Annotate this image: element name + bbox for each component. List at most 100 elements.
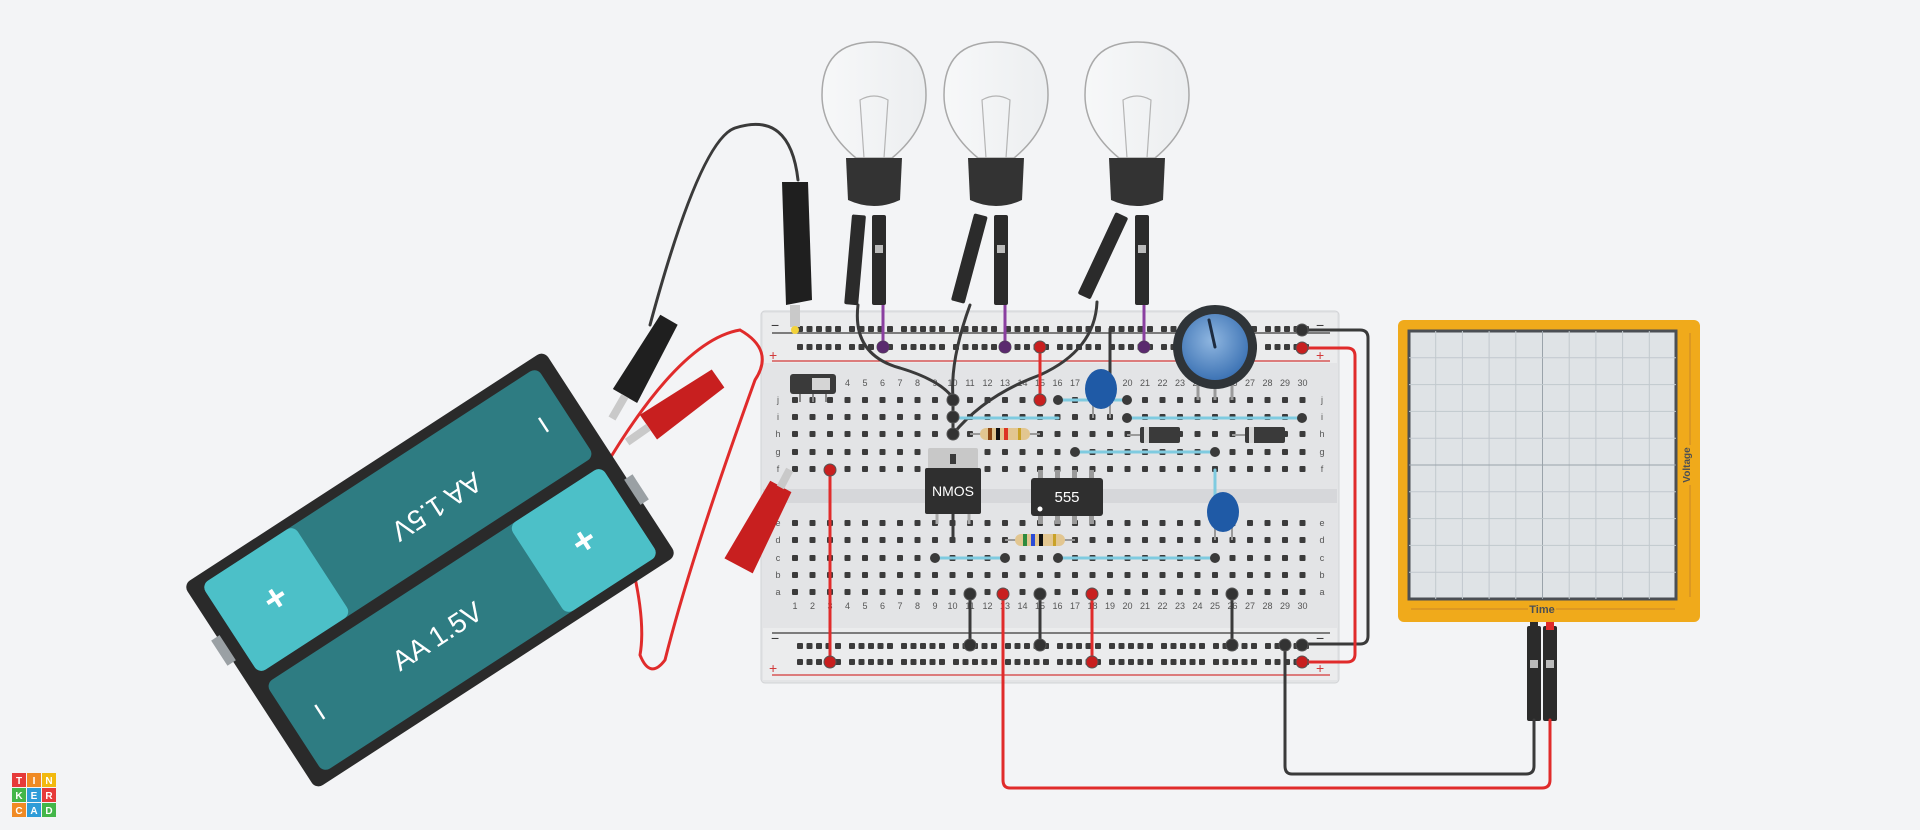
wire-endpoint-red[interactable] — [823, 655, 837, 669]
breadboard-hole[interactable] — [1002, 572, 1008, 578]
breadboard-hole[interactable] — [1299, 555, 1306, 561]
breadboard-hole[interactable] — [1124, 466, 1131, 472]
wire-endpoint-black[interactable] — [1225, 638, 1239, 652]
scope-probe-black[interactable] — [1527, 626, 1541, 721]
breadboard-hole[interactable] — [1247, 589, 1253, 595]
breadboard-hole[interactable] — [914, 572, 921, 578]
rail-hole[interactable] — [929, 344, 936, 350]
rail-hole[interactable] — [825, 326, 832, 332]
rail-hole[interactable] — [1014, 326, 1021, 332]
wire-scope-red[interactable] — [1001, 592, 1552, 790]
resistor-2[interactable] — [1005, 534, 1075, 546]
breadboard-hole[interactable] — [1107, 537, 1113, 543]
rail-hole[interactable] — [849, 643, 855, 649]
breadboard-hole[interactable] — [1177, 520, 1183, 526]
rail-hole[interactable] — [1066, 643, 1073, 649]
breadboard-hole[interactable] — [984, 520, 991, 526]
rail-hole[interactable] — [1076, 659, 1082, 665]
breadboard-hole[interactable] — [792, 589, 798, 595]
rail-hole[interactable] — [1137, 643, 1144, 649]
breadboard-hole[interactable] — [1247, 466, 1253, 472]
breadboard-hole[interactable] — [1247, 449, 1253, 455]
breadboard-hole[interactable] — [1282, 397, 1288, 403]
rail-hole[interactable] — [1014, 659, 1021, 665]
rail-hole[interactable] — [929, 643, 936, 649]
breadboard-hole[interactable] — [1002, 449, 1008, 455]
breadboard-hole[interactable] — [1194, 431, 1201, 437]
breadboard-hole[interactable] — [809, 589, 816, 595]
rail-hole[interactable] — [1128, 659, 1134, 665]
breadboard-hole[interactable] — [1072, 589, 1078, 595]
breadboard-hole[interactable] — [1142, 572, 1148, 578]
rail-hole[interactable] — [901, 344, 907, 350]
breadboard-hole[interactable] — [1194, 589, 1201, 595]
breadboard-hole[interactable] — [1159, 537, 1166, 543]
breadboard-hole[interactable] — [1299, 589, 1306, 595]
breadboard-hole[interactable] — [1142, 397, 1148, 403]
breadboard-hole[interactable] — [914, 414, 921, 420]
rail-hole[interactable] — [816, 643, 822, 649]
breadboard-hole[interactable] — [809, 537, 816, 543]
wire-bulb1-black[interactable] — [855, 303, 955, 400]
rail-hole[interactable] — [920, 326, 926, 332]
nmos-transistor[interactable]: NMOS — [925, 448, 981, 540]
wire-endpoint-black[interactable] — [1295, 323, 1309, 337]
rail-hole[interactable] — [953, 326, 959, 332]
breadboard-hole[interactable] — [914, 520, 921, 526]
rail-hole[interactable] — [1109, 659, 1115, 665]
wire-black-clip-cable[interactable] — [648, 122, 800, 327]
breadboard-hole[interactable] — [897, 589, 903, 595]
rail-hole[interactable] — [972, 659, 978, 665]
rail-hole[interactable] — [1066, 326, 1073, 332]
breadboard-hole[interactable] — [1124, 537, 1131, 543]
breadboard-hole[interactable] — [1177, 537, 1183, 543]
breadboard-hole[interactable] — [1019, 572, 1026, 578]
breadboard-hole[interactable] — [879, 520, 886, 526]
rail-hole[interactable] — [929, 326, 936, 332]
potentiometer[interactable] — [1173, 305, 1257, 400]
rail-hole[interactable] — [825, 344, 832, 350]
rail-hole[interactable] — [1095, 326, 1101, 332]
breadboard-hole[interactable] — [1264, 572, 1271, 578]
rail-hole[interactable] — [1014, 643, 1021, 649]
breadboard-hole[interactable] — [1247, 572, 1253, 578]
rail-hole[interactable] — [1241, 643, 1248, 649]
breadboard-hole[interactable] — [1072, 414, 1078, 420]
rail-hole[interactable] — [868, 643, 874, 649]
wire-endpoint-cyan[interactable] — [1210, 553, 1220, 563]
rail-hole[interactable] — [1170, 326, 1177, 332]
alligator-clip-red-board[interactable] — [724, 462, 803, 574]
wire-rail-power-loop[interactable] — [1300, 346, 1357, 664]
breadboard-hole[interactable] — [844, 555, 851, 561]
wire-endpoint-black[interactable] — [1295, 638, 1309, 652]
rail-hole[interactable] — [887, 659, 893, 665]
rail-hole[interactable] — [929, 659, 936, 665]
breadboard-hole[interactable] — [792, 520, 798, 526]
breadboard-hole[interactable] — [792, 414, 798, 420]
breadboard-hole[interactable] — [1194, 520, 1201, 526]
breadboard-hole[interactable] — [914, 397, 921, 403]
rail-hole[interactable] — [1180, 643, 1186, 649]
bulb-1[interactable] — [821, 41, 927, 306]
breadboard-hole[interactable] — [1264, 537, 1271, 543]
breadboard-hole[interactable] — [1194, 537, 1201, 543]
breadboard-hole[interactable] — [862, 449, 868, 455]
rail-hole[interactable] — [1189, 659, 1196, 665]
breadboard-hole[interactable] — [1282, 466, 1288, 472]
rail-hole[interactable] — [1161, 326, 1167, 332]
breadboard-hole[interactable] — [844, 520, 851, 526]
rail-hole[interactable] — [1241, 659, 1248, 665]
breadboard-hole[interactable] — [792, 466, 798, 472]
breadboard-hole[interactable] — [879, 589, 886, 595]
breadboard-hole[interactable] — [967, 572, 973, 578]
breadboard-hole[interactable] — [844, 397, 851, 403]
breadboard-hole[interactable] — [1054, 431, 1061, 437]
breadboard-hole[interactable] — [984, 466, 991, 472]
breadboard-hole[interactable] — [1002, 520, 1008, 526]
breadboard-hole[interactable] — [809, 555, 816, 561]
wire-endpoint-black[interactable] — [963, 587, 977, 601]
rail-hole[interactable] — [1128, 643, 1134, 649]
breadboard-hole[interactable] — [1107, 431, 1113, 437]
rail-hole[interactable] — [910, 344, 917, 350]
breadboard-hole[interactable] — [862, 431, 868, 437]
